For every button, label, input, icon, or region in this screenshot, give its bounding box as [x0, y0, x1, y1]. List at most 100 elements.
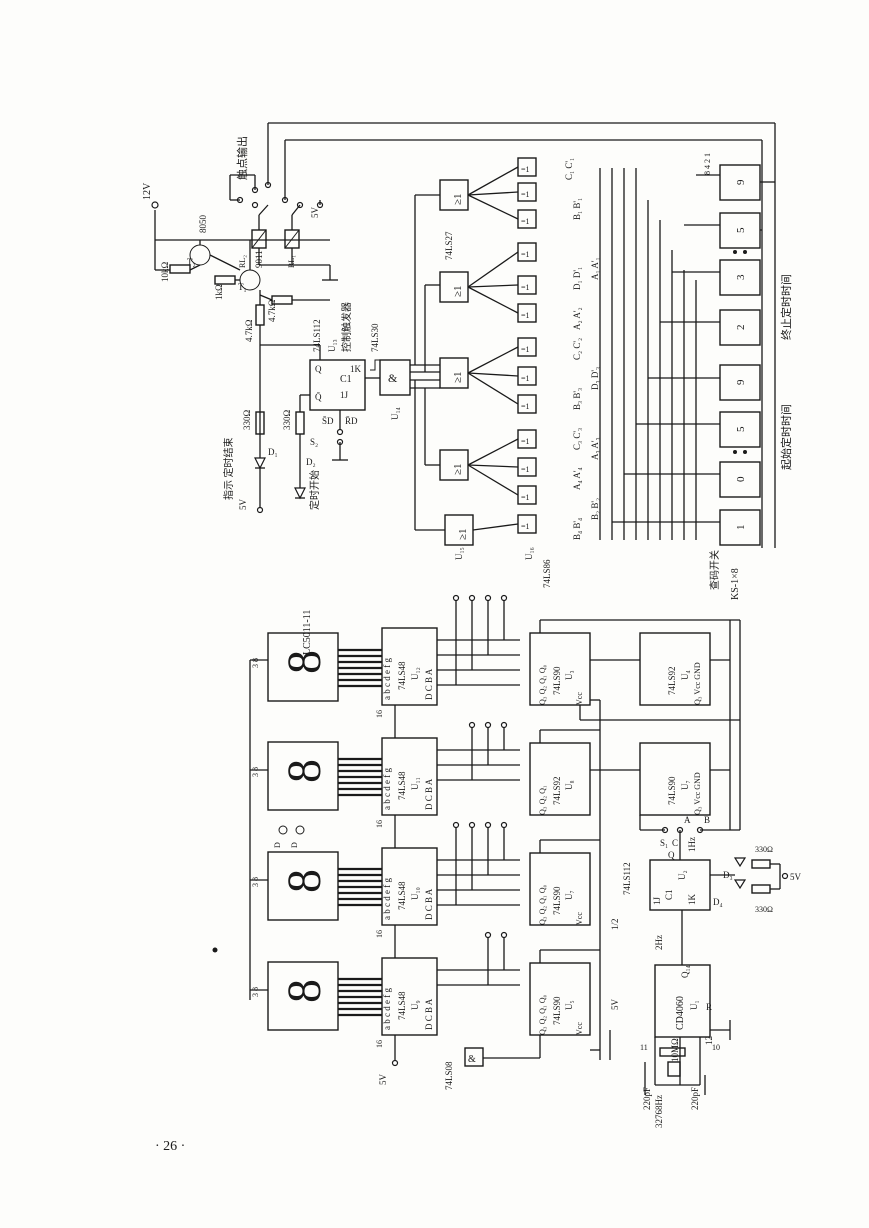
display-digit-2: 8 [278, 759, 331, 783]
dec3-part: 74LS48 [397, 881, 407, 910]
end-time-label: 终止定时时间 [779, 274, 793, 340]
dec-5v: 5V [378, 1074, 388, 1086]
counter-u3 [529, 632, 591, 706]
or-gate-4: ≥1 [452, 463, 464, 475]
cnt3-part: 74LS90 [552, 886, 562, 915]
code-switch-part: KS-1×8 [730, 568, 741, 600]
colon-d1: D [273, 842, 282, 848]
s2-label: S₂ [310, 437, 318, 447]
osc-part: CD4060 [675, 996, 686, 1030]
label-12v: 12V [142, 182, 153, 200]
cnt2-part: 74LS92 [552, 776, 562, 805]
colon-d2: D [290, 842, 299, 848]
dec3-id: U₁₀ [410, 887, 420, 900]
counter-u5 [529, 962, 591, 1036]
osc-id: U₁ [689, 1000, 699, 1010]
cnt1-vcc: Vcc [575, 692, 584, 705]
or-part: 74LS27 [444, 231, 454, 260]
and-gate-74ls08 [464, 1047, 484, 1067]
cnt1-part: 74LS90 [552, 666, 562, 695]
r-10k: 10kΩ [160, 262, 170, 283]
v5-led: 5V [238, 499, 248, 511]
s1-label: S₁ [660, 838, 668, 848]
cnt3-pins: Q₃ Q₂ Q₁ Q₀ [538, 885, 547, 925]
cap-220-b: 220pF [690, 1087, 700, 1110]
ff-1k: 1K [350, 364, 362, 374]
or-gate-1: ≥1 [452, 193, 464, 205]
dec1-id: U₁₂ [410, 667, 420, 680]
counter-u4 [639, 632, 711, 706]
div-half: 1/2 [610, 918, 620, 930]
cnt2-pins: Q₃ Q₂ Q₁ [538, 785, 547, 815]
ff-qbar: Q̄ [315, 392, 322, 402]
div-j: 1J [652, 897, 662, 906]
xor-sym-4: =1 [521, 250, 530, 259]
display-digit-3: 8 [278, 869, 331, 893]
dec4-part: 74LS48 [397, 991, 407, 1020]
xor-id: U₁₆ [524, 547, 534, 560]
or-id: U₁₅ [454, 547, 464, 560]
xor-sym-6: =1 [521, 311, 530, 320]
counter-u8 [529, 742, 591, 816]
t1-label: T₁ [238, 282, 247, 292]
xor-in-6: B₃ B'₃ [572, 388, 582, 410]
xor-in-11: A₃ A'₃ [590, 437, 600, 460]
dec1-pin: 16 [375, 710, 384, 718]
r-4k7-a: 4.7kΩ [244, 319, 254, 342]
cnt4-pins: Q₃ Q₂ Q₁ Q₀ [538, 995, 547, 1035]
osc-out: Q₁₄ [680, 965, 690, 978]
nand-id: U₁₄ [390, 407, 400, 420]
div-clk: C1 [664, 889, 674, 900]
relay-rl2: RL₂ [238, 255, 247, 268]
display-digit-4: 8 [278, 979, 331, 1003]
cnt4-part: 74LS90 [552, 996, 562, 1025]
t2-label: T₂ [187, 257, 196, 267]
xor-in-12: B₂ B'₂ [590, 498, 600, 520]
code-switch-label: 查码开关 [708, 550, 721, 590]
cnt4-vcc: Vcc [575, 1022, 584, 1035]
counter-u6 [639, 742, 711, 816]
and-gate-part: 74LS08 [444, 1061, 454, 1090]
relay-driver-section: 12V 8050 T₂ T₁ 9011 10kΩ 1kΩ 4.7kΩ 4.7kΩ [142, 122, 776, 548]
cnt5-pins: Q₃ Vcc GND [693, 662, 702, 705]
counter-5v: 5V [610, 999, 620, 1011]
control-flipflop-section: 330Ω D₁ 指示 定时结束 5V 330Ω D₂ 定时开始 C1 1J 1K… [222, 194, 445, 531]
r330-a: 330Ω [755, 845, 773, 854]
d2-label: D₂ [306, 457, 316, 467]
dec3-outputs: a b c d e f g [382, 878, 392, 920]
counter-u7 [529, 852, 591, 926]
ff-q: Q [315, 364, 322, 374]
ff-1j: 1J [340, 390, 349, 400]
xor-sym-7: =1 [521, 345, 530, 354]
flipflop-u13 [309, 359, 366, 411]
led-label-1: 指示 定时结束 [222, 438, 235, 501]
decoder-u9 [381, 957, 438, 1036]
xor-in-7: C₃ C'₃ [572, 428, 582, 450]
start-time-label: 起始定时时间 [779, 404, 793, 470]
xor-in-2: B₁ B'₁ [572, 198, 582, 220]
or-gate-5: ≥1 [457, 528, 469, 540]
xtal-pin11: 11 [640, 1043, 648, 1052]
xor-sym-1: =1 [521, 165, 530, 174]
r-330-d1: 330Ω [242, 410, 252, 431]
xor-column: =1 =1 =1 =1 =1 =1 =1 =1 =1 =1 =1 =1 =1 [517, 157, 537, 534]
dec2-inputs: D C B A [424, 778, 434, 810]
cnt3-id: U₇ [564, 890, 574, 900]
d1-label: D₁ [268, 447, 278, 457]
contact-5v: 5V [310, 207, 320, 219]
ff-id: U₁₃ [327, 339, 337, 352]
ff-rd: R̄D [345, 416, 358, 426]
cnt1-pins: Q₃ Q₂ Q₁ Q₀ [538, 665, 547, 705]
decoder-u11 [381, 737, 438, 816]
xor-sym-3: =1 [521, 217, 530, 226]
r330-b: 330Ω [755, 905, 773, 914]
code-switch-bank: 9 5 3 2 9 5 0 1 8 4 2 1 终止定时时间 起始定时时间 查码… [599, 153, 793, 600]
display-type: LC5011-11 [302, 610, 313, 655]
cnt6-part: 74LS90 [667, 776, 677, 805]
start-digit-3: 5 [735, 426, 747, 432]
cnt1-id: U₃ [564, 670, 574, 680]
dec3-pin: 16 [375, 930, 384, 938]
decoder-u12 [381, 627, 438, 706]
display-digit-1: 8 [278, 650, 331, 674]
cnt4-id: U₅ [564, 1000, 574, 1010]
